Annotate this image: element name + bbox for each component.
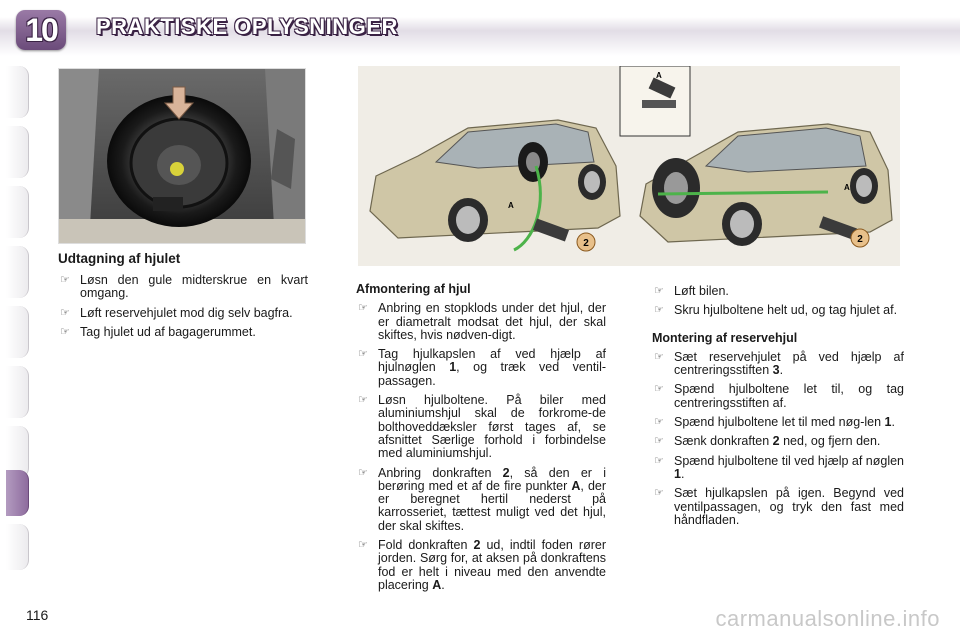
list-item: ☞Sænk donkraften 2 ned, og fjern den.: [654, 434, 881, 449]
chapter-badge: 10: [16, 10, 66, 50]
pointing-hand-icon: ☞: [654, 487, 664, 500]
spare-wheel-photo: [58, 68, 306, 244]
list-item: ☞Tag hjulet ud af bagagerummet.: [60, 324, 256, 339]
side-tab-strip: [0, 66, 32, 572]
side-tab[interactable]: [6, 426, 29, 478]
list-item: ☞Sæt hjulkapslen på igen. Begynd ved ven…: [654, 486, 904, 527]
callout-2-right: 2: [857, 234, 863, 245]
header-band: [0, 0, 960, 56]
list-item: ☞Løsn den gule midterskrue en kvart omga…: [60, 273, 308, 301]
pointing-hand-icon: ☞: [654, 383, 664, 396]
side-tab[interactable]: [6, 306, 29, 358]
side-tab[interactable]: [6, 246, 29, 298]
mount-title: Montering af reservehjul: [652, 330, 798, 345]
pointing-hand-icon: ☞: [358, 539, 368, 552]
list-item: ☞Spænd hjulboltene let til med nøg-len 1…: [654, 415, 895, 430]
list-item: ☞Tag hjulkapslen af ved hjælp af hjulnøg…: [358, 347, 607, 388]
page-title: PRAKTISKE OPLYSNINGER: [96, 14, 398, 39]
callout-2-left: 2: [583, 238, 589, 249]
chapter-number: 10: [25, 12, 59, 48]
side-tab[interactable]: [6, 366, 29, 418]
pointing-hand-icon: ☞: [60, 306, 70, 319]
list-item: ☞Anbring donkraften 2, så den er i berør…: [358, 465, 607, 533]
side-tab[interactable]: [6, 126, 29, 178]
side-tab[interactable]: [6, 66, 29, 118]
mount-column: ☞Løft bilen. ☞Skru hjulboltene helt ud, …: [652, 284, 905, 533]
jack-illustration: 2 A A 2 A: [358, 66, 900, 266]
side-tab[interactable]: [6, 186, 29, 238]
list-item: ☞Spænd hjulboltene til ved hjælp af nøgl…: [654, 453, 905, 481]
list-item: ☞Spænd hjulboltene let til, og tag centr…: [654, 382, 904, 410]
callout-a-left: A: [508, 201, 514, 210]
callout-a-inset: A: [656, 71, 662, 80]
pointing-hand-icon: ☞: [358, 348, 368, 361]
pointing-hand-icon: ☞: [358, 466, 368, 479]
removal-list: ☞Løsn den gule midterskrue en kvart omga…: [58, 273, 308, 345]
side-tab[interactable]: [6, 524, 29, 570]
pointing-hand-icon: ☞: [654, 435, 664, 448]
watermark: carmanualsonline.info: [715, 606, 940, 631]
pointing-hand-icon: ☞: [654, 454, 664, 467]
list-item: ☞Fold donkraften 2 ud, indtil foden røre…: [358, 538, 606, 592]
list-item: ☞Skru hjulboltene helt ud, og tag hjulet…: [654, 303, 898, 318]
list-item: ☞Sæt reservehjulet på ved hjælp af centr…: [654, 349, 904, 378]
pointing-hand-icon: ☞: [654, 285, 664, 297]
pointing-hand-icon: ☞: [358, 394, 368, 407]
dismount-column: Afmontering af hjul ☞Anbring en stopklod…: [356, 282, 607, 598]
pointing-hand-icon: ☞: [654, 416, 664, 429]
pointing-hand-icon: ☞: [654, 304, 664, 317]
list-item: ☞Anbring en stopklods under det hjul, de…: [358, 301, 606, 342]
pointing-hand-icon: ☞: [60, 274, 70, 286]
pointing-hand-icon: ☞: [60, 325, 70, 338]
callout-a-right: A: [844, 183, 850, 192]
pointing-hand-icon: ☞: [654, 350, 664, 363]
page-number: 116: [26, 607, 49, 623]
pointing-hand-icon: ☞: [358, 302, 368, 315]
list-item: ☞Løsn hjulboltene. På biler med aluminiu…: [358, 393, 606, 461]
removal-title: Udtagning af hjulet: [58, 251, 181, 266]
list-item: ☞Løft bilen.: [654, 284, 729, 298]
side-tab-active[interactable]: [6, 470, 29, 516]
list-item: ☞Løft reservehjulet mod dig selv bagfra.: [60, 305, 293, 320]
dismount-title: Afmontering af hjul: [356, 282, 471, 296]
